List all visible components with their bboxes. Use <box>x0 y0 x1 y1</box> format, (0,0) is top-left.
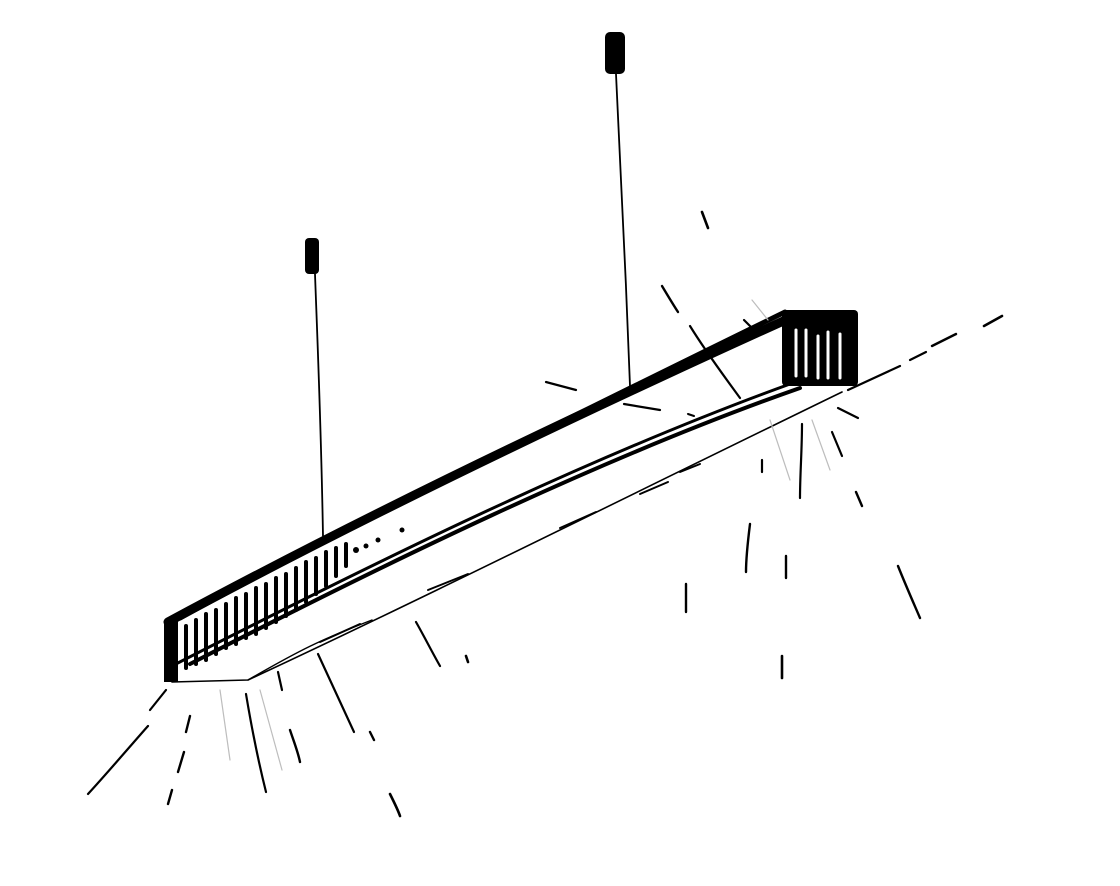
glow-hints <box>219 299 831 771</box>
suspension-cable-left <box>305 238 324 537</box>
light-rays <box>86 210 1004 818</box>
suspension-cable-right <box>605 32 631 387</box>
fixture-body <box>163 309 858 683</box>
